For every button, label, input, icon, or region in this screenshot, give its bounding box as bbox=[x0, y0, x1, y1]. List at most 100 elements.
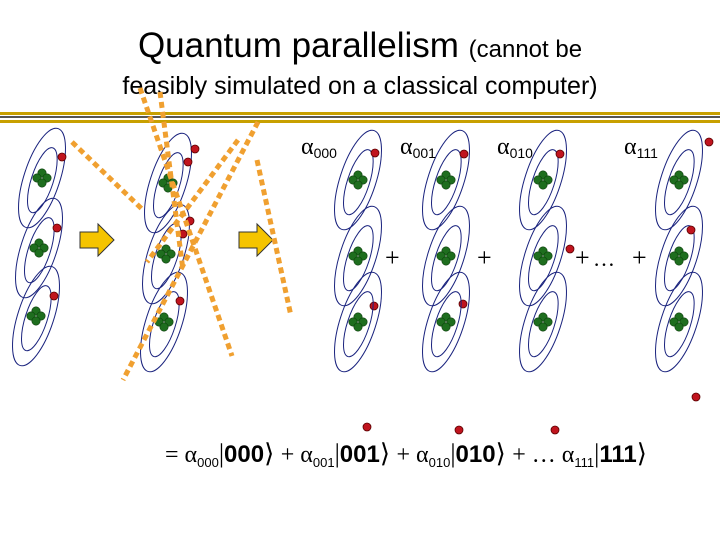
nucleus bbox=[669, 312, 689, 332]
plus-sign-4: + bbox=[632, 243, 647, 272]
orbit-inner bbox=[528, 149, 559, 216]
plus-sign-3: + bbox=[575, 243, 590, 272]
alpha-symbol: α bbox=[562, 442, 575, 468]
nucleus bbox=[32, 168, 52, 188]
plus-sign-2: + bbox=[477, 243, 492, 272]
orbit-outer bbox=[655, 205, 703, 307]
ket-close: ⟩ bbox=[637, 439, 647, 468]
nucleus bbox=[533, 246, 553, 266]
atom bbox=[144, 132, 200, 234]
alpha-symbol: α bbox=[400, 134, 413, 160]
proton bbox=[34, 248, 44, 258]
orbit-inner bbox=[528, 291, 559, 358]
orbit-inner bbox=[21, 285, 52, 352]
proton bbox=[353, 322, 363, 332]
amplitude-000: α000 bbox=[301, 134, 337, 161]
nucleus bbox=[436, 170, 456, 190]
nucleus bbox=[348, 246, 368, 266]
orbit-outer bbox=[334, 205, 382, 307]
plus-sign: + bbox=[397, 442, 417, 468]
orbit-inner bbox=[343, 225, 374, 292]
electron bbox=[49, 291, 59, 301]
proton bbox=[161, 254, 171, 264]
electron bbox=[691, 392, 701, 402]
alpha-symbol: α bbox=[301, 134, 314, 160]
atom bbox=[422, 271, 470, 435]
orbit-outer bbox=[334, 129, 382, 231]
equals-sign: = bbox=[165, 442, 185, 468]
proton bbox=[674, 322, 684, 332]
atom bbox=[655, 129, 714, 231]
state-column bbox=[519, 129, 575, 435]
nucleus bbox=[348, 170, 368, 190]
atom bbox=[519, 129, 567, 231]
electron bbox=[52, 223, 62, 233]
electron bbox=[555, 149, 565, 159]
coef-subscript: 001 bbox=[313, 455, 335, 470]
ket-value: 000 bbox=[224, 441, 264, 468]
proton bbox=[538, 256, 548, 266]
plus-sign-1: + bbox=[385, 243, 400, 272]
alpha-symbol: α bbox=[300, 442, 313, 468]
ket-value: 010 bbox=[456, 441, 496, 468]
atom bbox=[519, 205, 575, 307]
nucleus bbox=[669, 246, 689, 266]
nucleus bbox=[156, 244, 176, 264]
orbit-inner bbox=[431, 291, 462, 358]
orbit-inner bbox=[27, 147, 58, 214]
ket-bar: | bbox=[335, 439, 340, 468]
title-rule-gold-2 bbox=[0, 120, 720, 123]
proton bbox=[441, 180, 451, 190]
electron bbox=[369, 301, 379, 311]
nucleus bbox=[436, 312, 456, 332]
coef-subscript: 111 bbox=[574, 455, 594, 470]
slide-subtitle: feasibly simulated on a classical comput… bbox=[122, 72, 598, 100]
proton bbox=[159, 322, 169, 332]
nucleus bbox=[533, 312, 553, 332]
ket-bar: | bbox=[594, 439, 599, 468]
title-paren: (cannot be bbox=[468, 36, 583, 63]
electron bbox=[686, 225, 696, 235]
atom bbox=[18, 127, 67, 229]
electron bbox=[704, 137, 714, 147]
plus-sign: + bbox=[512, 442, 532, 468]
atom bbox=[655, 271, 703, 402]
ket-bar: | bbox=[450, 439, 455, 468]
orbit-inner bbox=[431, 225, 462, 292]
cross-line-5 bbox=[144, 138, 241, 264]
alpha-symbol: α bbox=[624, 134, 637, 160]
amplitude-010: α010 bbox=[497, 134, 533, 161]
ket-close: ⟩ bbox=[264, 439, 281, 468]
orbit-inner bbox=[528, 225, 559, 292]
atom bbox=[12, 265, 60, 367]
proton bbox=[674, 256, 684, 266]
title-rule-gold bbox=[0, 112, 720, 115]
orbit-outer bbox=[334, 271, 382, 373]
orbit-inner bbox=[664, 291, 695, 358]
cross-line-4 bbox=[70, 140, 145, 212]
atom bbox=[334, 271, 382, 432]
plus-sign: + bbox=[281, 442, 301, 468]
ket-value: 001 bbox=[340, 441, 380, 468]
ket-value: 111 bbox=[599, 441, 636, 468]
orbit-outer bbox=[144, 132, 192, 234]
orbit-outer bbox=[519, 271, 567, 373]
orbit-outer bbox=[12, 265, 60, 367]
state-column bbox=[334, 129, 382, 432]
cross-line-1 bbox=[137, 87, 235, 357]
orbit-outer bbox=[140, 271, 188, 373]
amplitude-111: α111 bbox=[624, 134, 658, 161]
electron bbox=[362, 422, 372, 432]
orbit-inner bbox=[431, 149, 462, 216]
atom bbox=[334, 205, 382, 311]
orbit-outer bbox=[422, 129, 470, 231]
electron bbox=[458, 299, 468, 309]
atom bbox=[15, 197, 63, 299]
atom bbox=[655, 205, 703, 307]
nucleus bbox=[154, 312, 174, 332]
orbit-inner bbox=[343, 149, 374, 216]
amplitude-001: α001 bbox=[400, 134, 436, 161]
electron bbox=[57, 152, 67, 162]
orbit-outer bbox=[18, 127, 66, 229]
